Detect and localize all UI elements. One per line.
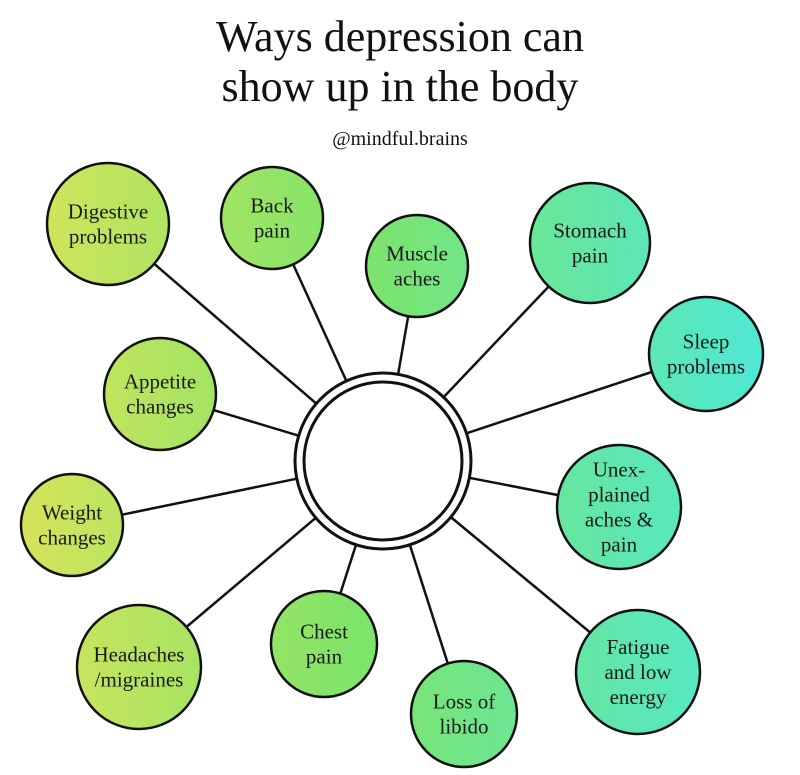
node-label-line: aches & xyxy=(585,508,653,532)
node-label-line: Fatigue xyxy=(607,635,670,659)
node-circle xyxy=(409,659,519,769)
page-title: Ways depression can show up in the body xyxy=(0,12,800,112)
connector-back-pain xyxy=(292,263,348,382)
node-circle xyxy=(528,181,652,305)
node-label-line: Muscle xyxy=(386,242,448,266)
node-label-line: aches xyxy=(394,267,441,291)
node-label-line: Digestive xyxy=(68,200,148,224)
node-label-line: problems xyxy=(69,225,147,249)
connector-sleep-problems xyxy=(466,370,653,435)
connector-lines xyxy=(121,262,653,664)
connector-appetite-changes xyxy=(213,408,300,437)
node-circle xyxy=(555,443,683,571)
node-circle xyxy=(574,608,702,736)
symptom-nodes: DigestiveproblemsBackpainMuscleachesStom… xyxy=(19,161,765,769)
connector-muscle-aches xyxy=(396,315,410,375)
title-line-1: Ways depression can xyxy=(216,12,584,61)
node-circle xyxy=(102,336,218,452)
node-circle xyxy=(364,213,470,319)
node-label-line: Stomach xyxy=(553,219,627,243)
node-label-line: problems xyxy=(667,355,745,379)
node-circle xyxy=(45,161,171,287)
node-label-line: Back xyxy=(250,194,294,218)
node-label-line: pain xyxy=(572,244,609,268)
central-hub xyxy=(293,371,473,551)
connector-fatigue-low-energy xyxy=(450,516,591,634)
node-circle xyxy=(219,165,325,271)
node-circle xyxy=(19,472,125,578)
title-line-2: show up in the body xyxy=(221,62,579,111)
node-label-line: pain xyxy=(306,645,343,669)
node-label-line: pain xyxy=(601,533,638,557)
node-label-line: Loss of xyxy=(433,690,495,714)
node-label-line: Weight xyxy=(42,501,102,525)
node-label-line: Appetite xyxy=(124,370,196,394)
node-label-line: /migraines xyxy=(95,668,184,692)
node-circle xyxy=(269,589,379,699)
node-circle xyxy=(75,603,203,731)
node-label-line: Unex- xyxy=(593,458,645,482)
connector-stomach-pain xyxy=(442,285,550,399)
node-label-line: Chest xyxy=(300,620,348,644)
node-label-line: Headaches xyxy=(94,643,185,667)
connector-chest-pain xyxy=(339,544,358,594)
hub-inner-ring xyxy=(302,380,464,542)
node-label-line: and low xyxy=(604,660,672,684)
connector-loss-of-libido xyxy=(408,544,449,664)
node-label-line: changes xyxy=(126,395,194,419)
connector-weight-changes xyxy=(121,477,298,516)
node-label-line: Sleep xyxy=(683,330,730,354)
node-label-line: pain xyxy=(254,219,291,243)
author-handle: @mindful.brains xyxy=(332,128,468,150)
node-label-line: changes xyxy=(38,526,106,550)
node-label-line: libido xyxy=(439,715,488,739)
node-label-line: plained xyxy=(588,483,650,507)
node-circle xyxy=(647,295,765,413)
node-headaches-migraines: Headaches/migraines xyxy=(75,603,203,731)
node-label-line: energy xyxy=(610,685,667,709)
connector-digestive-problems xyxy=(153,262,318,405)
connector-headaches-migraines xyxy=(185,516,317,628)
connector-unexplained-aches-pain xyxy=(469,476,559,497)
